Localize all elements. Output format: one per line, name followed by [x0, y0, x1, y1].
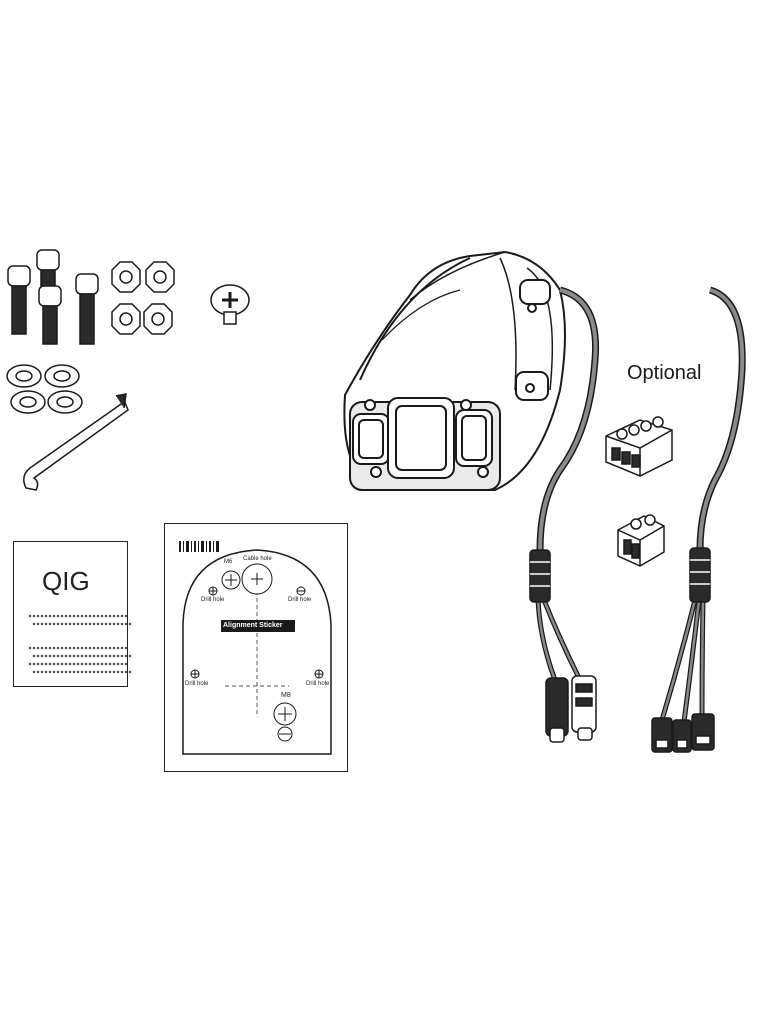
connector-plug-right-icon: [571, 675, 597, 741]
nut-3-icon: [111, 303, 141, 335]
nut-4-icon: [143, 303, 173, 335]
qig-booklet: QIG: [13, 541, 132, 687]
cable-hole-label: Cable hole: [243, 556, 272, 562]
washers: [6, 364, 83, 414]
drill-hole-label-top-right: Drill hole: [288, 597, 312, 603]
qig-text-line: [28, 614, 128, 618]
qig-title: QIG: [42, 566, 90, 596]
terminal-block-4pin-icon: [605, 416, 673, 477]
allen-key-icon: [23, 393, 129, 491]
qig-text-line: [32, 670, 132, 674]
washer-4-icon: [47, 390, 83, 414]
hex-nuts: [111, 261, 175, 335]
hex-screws: [7, 249, 99, 345]
sticker-outline: [182, 549, 332, 755]
sticker-drawing: [179, 541, 332, 755]
alignment-sticker-sheet: M6 Cable hole Drill hole Drill hole Alig…: [164, 523, 348, 772]
nut-1-icon: [111, 261, 141, 293]
screw-4-icon: [75, 273, 99, 345]
m8-hole-icon: [273, 702, 297, 742]
rj45-connectors-icon: [651, 713, 715, 753]
qig-text-line: [28, 646, 128, 650]
qig-text-line: [28, 662, 128, 666]
camera-housing: [343, 250, 566, 492]
m8-label: M8: [281, 692, 291, 699]
connector-plug-left-icon: [545, 677, 569, 743]
optional-cable: [659, 286, 746, 723]
camera-cable: [535, 286, 600, 682]
alignment-sticker-title: Alignment Sticker: [223, 622, 283, 629]
washer-2-icon: [44, 364, 80, 388]
optional-label: Optional: [627, 362, 702, 384]
cable-junction-icon: [529, 549, 551, 603]
terminal-block-2pin-icon: [617, 514, 665, 567]
drill-hole-icon: [190, 586, 324, 679]
qig-text-line: [32, 654, 132, 658]
cable-hole-icon: [241, 563, 273, 595]
m6-hole-icon: [221, 570, 241, 590]
screw-3-icon: [38, 285, 62, 345]
alignment-sticker-label-bg: [221, 620, 295, 632]
drill-hole-label-bottom-left: Drill hole: [185, 681, 209, 687]
qig-text-line: [32, 622, 132, 626]
drill-hole-label-bottom-right: Drill hole: [306, 681, 330, 687]
m6-label: M6: [224, 559, 233, 565]
washer-3-icon: [10, 390, 46, 414]
nut-2-icon: [145, 261, 175, 293]
phillips-screw-icon: [210, 284, 250, 325]
washer-1-icon: [6, 364, 42, 388]
optional-cable-junction-icon: [689, 547, 711, 603]
barcode-icon: [179, 541, 219, 552]
screw-1-icon: [7, 265, 31, 335]
drill-hole-label-top-left: Drill hole: [201, 597, 225, 603]
